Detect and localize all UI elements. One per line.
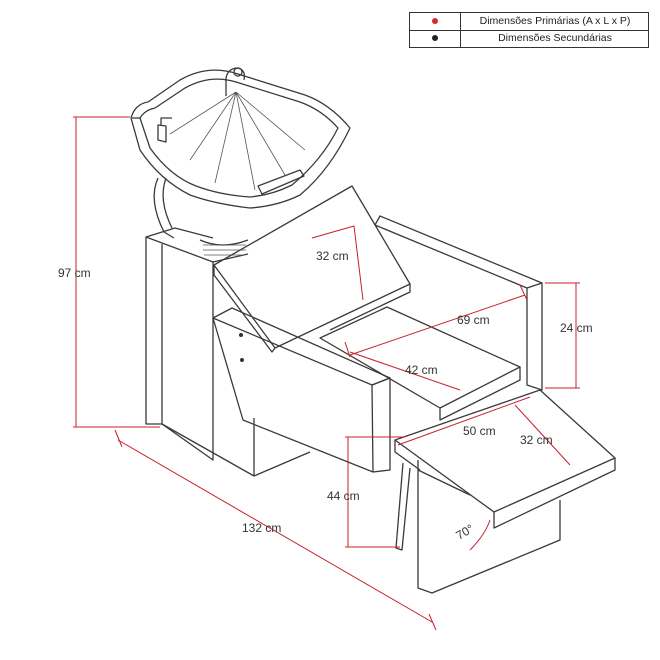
wash-basin (130, 67, 351, 209)
dim-height-total: 97 cm (58, 266, 91, 280)
dim-footrest-depth: 32 cm (520, 433, 553, 447)
dim-footrest-angle: 70° (454, 521, 477, 542)
dim-seat-width: 42 cm (405, 363, 438, 377)
legend-row-primary: Dimensões Primárias (A x L x P) (410, 13, 648, 31)
dim-armrest-height: 24 cm (560, 321, 593, 335)
basin-support (153, 177, 249, 256)
backrest (213, 185, 411, 353)
dim-seat-depth: 69 cm (457, 313, 490, 327)
dimension-labels: 97 cm 32 cm 69 cm 24 cm 42 cm 50 cm 32 c… (58, 249, 593, 543)
dimension-legend: Dimensões Primárias (A x L x P) Dimensõe… (409, 12, 649, 48)
left-armrest (212, 307, 391, 473)
dim-total-length: 132 cm (242, 521, 281, 535)
legend-primary-label: Dimensões Primárias (A x L x P) (479, 15, 631, 27)
secondary-dot-icon (432, 35, 438, 41)
dim-footrest-width: 50 cm (463, 424, 496, 438)
dim-seat-height: 44 cm (327, 489, 360, 503)
base-cabinet (145, 227, 311, 477)
dimension-lines (73, 116, 580, 631)
right-armrest (374, 215, 543, 391)
legend-secondary-label: Dimensões Secundárias (498, 32, 612, 44)
dim-backrest: 32 cm (316, 249, 349, 263)
seat-cushion (319, 306, 521, 421)
footrest (394, 389, 616, 594)
primary-dot-icon (432, 18, 438, 24)
legend-row-secondary: Dimensões Secundárias (410, 30, 648, 47)
